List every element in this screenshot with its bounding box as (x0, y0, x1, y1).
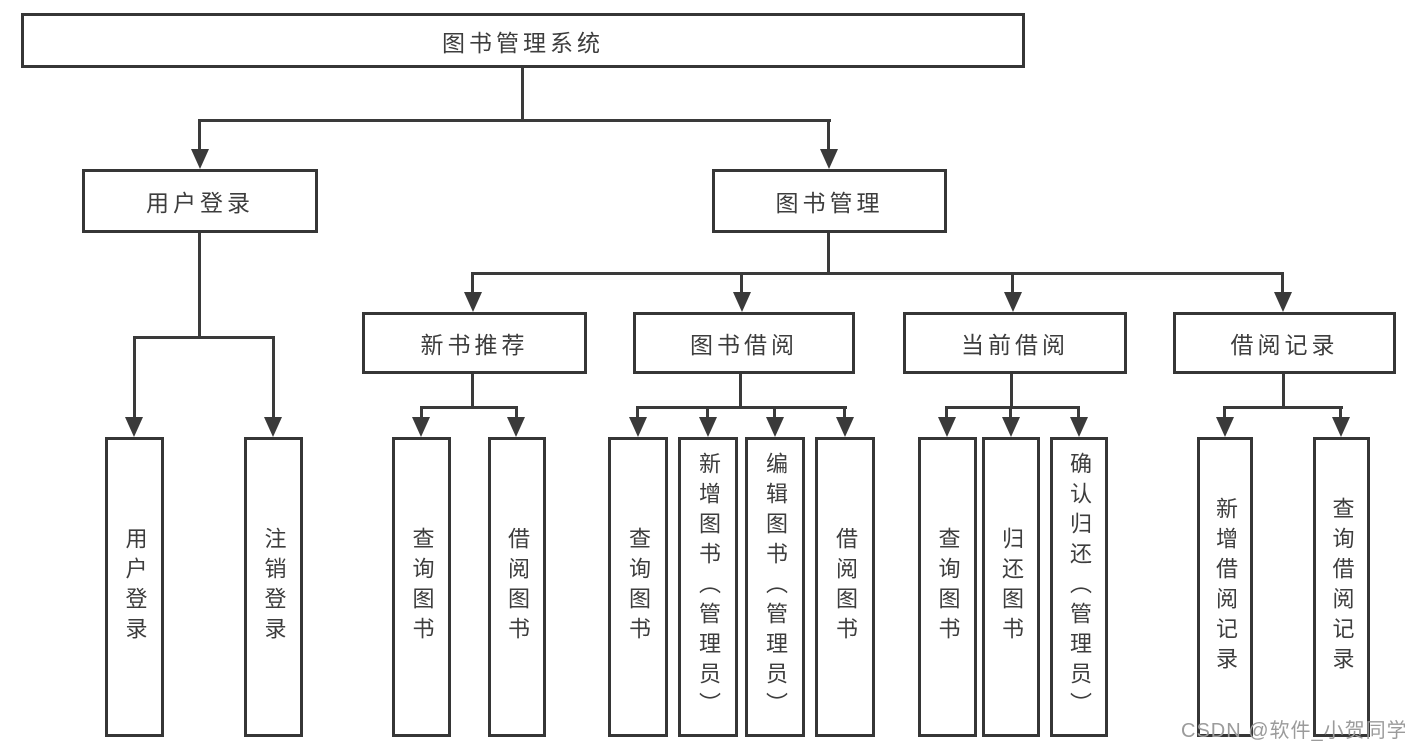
leaf-br-add-record-label: 新增借阅记录 (1213, 497, 1238, 677)
node-new-book-recommend-label: 新书推荐 (420, 332, 529, 358)
connector-line (946, 406, 1080, 409)
connector-line (1077, 406, 1080, 420)
connector-line (827, 233, 830, 275)
arrow-down-icon (1216, 417, 1234, 437)
leaf-cb-confirm-return-admin-label: 确认归还（管理员） (1067, 452, 1092, 722)
connector-line (420, 406, 423, 420)
connector-line (637, 406, 847, 409)
connector-line (420, 406, 518, 409)
leaf-logout: 注销登录 (244, 437, 303, 737)
arrow-down-icon (1274, 292, 1292, 312)
connector-line (472, 272, 1284, 275)
node-book-borrowing: 图书借阅 (633, 312, 855, 374)
leaf-logout-label: 注销登录 (261, 527, 287, 647)
arrow-down-icon (264, 417, 282, 437)
connector-line (1281, 272, 1284, 296)
arrow-down-icon (699, 417, 717, 437)
leaf-cb-query-books: 查询图书 (918, 437, 977, 737)
arrow-down-icon (836, 417, 854, 437)
connector-line (471, 272, 474, 296)
leaf-bb-edit-books-admin-label: 编辑图书（管理员） (763, 452, 788, 722)
arrow-down-icon (191, 149, 209, 169)
arrow-down-icon (1002, 417, 1020, 437)
leaf-cb-return-books: 归还图书 (982, 437, 1040, 737)
node-book-borrowing-label: 图书借阅 (690, 332, 798, 358)
arrow-down-icon (464, 292, 482, 312)
arrow-down-icon (766, 417, 784, 437)
node-new-book-recommend: 新书推荐 (362, 312, 587, 374)
leaf-br-query-record-label: 查询借阅记录 (1329, 497, 1355, 677)
connector-line (272, 336, 275, 419)
node-borrowing-records: 借阅记录 (1173, 312, 1396, 374)
connector-line (636, 406, 639, 420)
leaf-user-login: 用户登录 (105, 437, 164, 737)
node-root: 图书管理系统 (21, 13, 1025, 68)
arrow-down-icon (125, 417, 143, 437)
node-user-login: 用户登录 (82, 169, 318, 233)
connector-line (706, 406, 709, 420)
connector-line (1282, 374, 1285, 409)
connector-line (198, 119, 201, 151)
leaf-br-add-record: 新增借阅记录 (1197, 437, 1253, 737)
arrow-down-icon (1332, 417, 1350, 437)
node-root-label: 图书管理系统 (442, 29, 604, 56)
connector-line (843, 406, 846, 420)
connector-line (1009, 406, 1012, 420)
connector-line (515, 406, 518, 420)
arrow-down-icon (733, 292, 751, 312)
leaf-nbr-borrow-books: 借阅图书 (488, 437, 546, 737)
node-current-borrowing-label: 当前借阅 (961, 332, 1069, 358)
leaf-nbr-borrow-books-label: 借阅图书 (505, 527, 530, 647)
leaf-bb-add-books-admin-label: 新增图书（管理员） (696, 452, 721, 722)
connector-line (133, 336, 136, 419)
leaf-bb-borrow-books-label: 借阅图书 (833, 527, 858, 647)
connector-line (1339, 406, 1342, 420)
leaf-bb-query-books: 查询图书 (608, 437, 668, 737)
arrow-down-icon (820, 149, 838, 169)
node-user-login-label: 用户登录 (146, 190, 254, 216)
connector-line (739, 374, 742, 409)
arrow-down-icon (412, 417, 430, 437)
node-book-management-label: 图书管理 (775, 190, 884, 216)
leaf-user-login-label: 用户登录 (122, 527, 148, 647)
leaf-cb-return-books-label: 归还图书 (999, 527, 1024, 647)
leaf-cb-confirm-return-admin: 确认归还（管理员） (1050, 437, 1108, 737)
connector-line (1224, 406, 1343, 409)
node-current-borrowing: 当前借阅 (903, 312, 1127, 374)
arrow-down-icon (1070, 417, 1088, 437)
connector-line (133, 336, 275, 339)
connector-line (198, 119, 831, 122)
connector-line (1223, 406, 1226, 420)
leaf-bb-query-books-label: 查询图书 (626, 527, 651, 647)
arrow-down-icon (507, 417, 525, 437)
connector-line (740, 272, 743, 296)
node-borrowing-records-label: 借阅记录 (1230, 332, 1339, 358)
leaf-bb-edit-books-admin: 编辑图书（管理员） (745, 437, 805, 737)
arrow-down-icon (1004, 292, 1022, 312)
connector-line (1011, 272, 1014, 296)
leaf-nbr-query-books: 查询图书 (392, 437, 451, 737)
connector-line (471, 374, 474, 409)
leaf-bb-borrow-books: 借阅图书 (815, 437, 875, 737)
arrow-down-icon (938, 417, 956, 437)
leaf-br-query-record: 查询借阅记录 (1313, 437, 1370, 737)
node-book-management: 图书管理 (712, 169, 947, 233)
leaf-bb-add-books-admin: 新增图书（管理员） (678, 437, 738, 737)
connector-line (198, 233, 201, 339)
arrow-down-icon (629, 417, 647, 437)
leaf-cb-query-books-label: 查询图书 (935, 527, 961, 647)
connector-line (521, 68, 524, 122)
connector-line (1010, 374, 1013, 409)
connector-line (827, 119, 830, 151)
watermark: CSDN @软件_小贺同学 (1181, 720, 1405, 742)
leaf-nbr-query-books-label: 查询图书 (409, 527, 435, 647)
connector-line (773, 406, 776, 420)
connector-line (945, 406, 948, 420)
